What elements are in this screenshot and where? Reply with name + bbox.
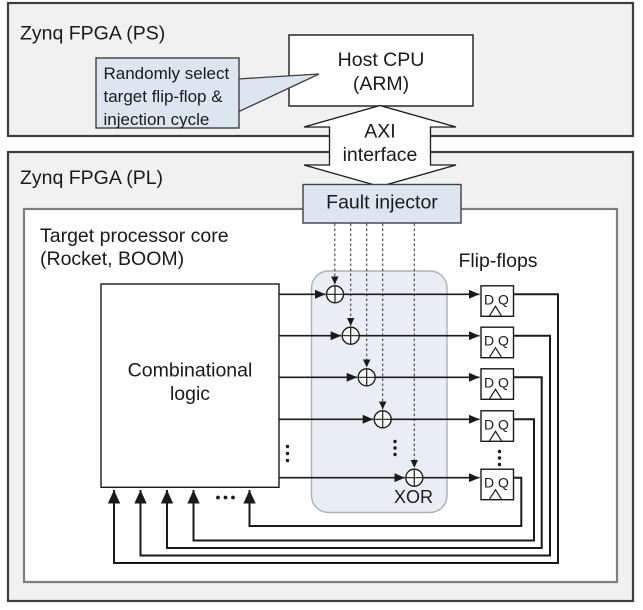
feedback-wires (107, 293, 559, 564)
flip-flop-4-d-label: D (484, 416, 494, 432)
flip-flop-4: D Q (480, 410, 515, 442)
xor-region (310, 270, 448, 514)
pl-section-label: Zynq FPGA (PL) (20, 167, 163, 189)
callout-text-line3: injection cycle (104, 110, 210, 129)
host-cpu-label-line1: Host CPU (338, 49, 425, 71)
ellipsis-xor-column (393, 439, 397, 457)
ellipsis-feedback-horizontal (216, 495, 235, 500)
feedback-wire-2 (134, 334, 551, 557)
fault-injector-label: Fault injector (326, 192, 438, 214)
flip-flop-3-clock-triangle-icon (488, 388, 503, 400)
feedback-wire-4 (187, 418, 535, 542)
fault-select-lines (331, 223, 418, 468)
callout-text-line2: target flip-flop & (104, 87, 224, 106)
flip-flop-4-q-label: Q (498, 416, 509, 432)
flip-flop-5: D Q (480, 468, 515, 501)
flip-flops-label: Flip-flops (458, 250, 537, 272)
callout-box (95, 57, 240, 129)
flip-flop-2-d-label: D (484, 333, 494, 349)
host-cpu-box (288, 34, 474, 107)
host-cpu-label-line2: (ARM) (353, 73, 409, 95)
flip-flop-1-q-label: Q (498, 291, 509, 307)
xor-label: XOR (394, 487, 433, 507)
flip-flops: D Q D Q D Q D Q D Q (480, 285, 515, 501)
ellipsis-flipflop-column (497, 449, 502, 467)
callout-text-line1: Randomly select (104, 64, 230, 83)
comb-logic-box (100, 283, 280, 489)
flip-flop-3-box (480, 368, 515, 400)
ellipsis-dots (216, 439, 502, 500)
feedback-wire-3 (160, 376, 543, 549)
flip-flop-4-clock-triangle-icon (488, 430, 503, 442)
axi-label-line2: interface (343, 144, 418, 166)
flip-flop-2-clock-triangle-icon (488, 346, 503, 358)
signal-row-3 (279, 368, 480, 387)
flip-flop-2: D Q (480, 326, 515, 359)
flip-flop-5-d-label: D (484, 475, 494, 491)
flip-flop-1-box (480, 285, 515, 317)
flip-flop-2-q-label: Q (498, 333, 509, 349)
ps-section-label: Zynq FPGA (PS) (20, 23, 165, 45)
signal-row-1 (279, 285, 480, 304)
signal-row-2 (279, 326, 480, 345)
flip-flop-2-box (480, 326, 515, 359)
signal-row-4 (279, 410, 480, 429)
flip-flop-5-box (480, 468, 515, 501)
flip-flop-3-d-label: D (484, 374, 494, 390)
feedback-wire-1 (107, 293, 559, 564)
fault-injector-box (302, 183, 462, 224)
signal-row-5 (279, 468, 480, 487)
signal-rows (279, 285, 480, 487)
flip-flop-1: D Q (480, 285, 515, 317)
flip-flop-5-clock-triangle-icon (488, 488, 503, 500)
target-core-label-line1: Target processor core (40, 225, 229, 247)
flip-flop-1-d-label: D (484, 291, 494, 307)
flip-flop-4-box (480, 410, 515, 442)
comb-logic-label-line1: Combinational (128, 360, 253, 382)
flip-flop-5-q-label: Q (498, 475, 509, 491)
ellipsis-rows-left (285, 444, 290, 463)
comb-logic-label-line2: logic (170, 383, 210, 405)
feedback-wire-5 (243, 476, 523, 527)
target-core-label-line2: (Rocket, BOOM) (40, 248, 184, 270)
flip-flop-3-q-label: Q (498, 374, 509, 390)
flip-flop-3: D Q (480, 368, 515, 400)
axi-label-line1: AXI (364, 121, 395, 143)
flip-flop-1-clock-triangle-icon (488, 305, 503, 317)
